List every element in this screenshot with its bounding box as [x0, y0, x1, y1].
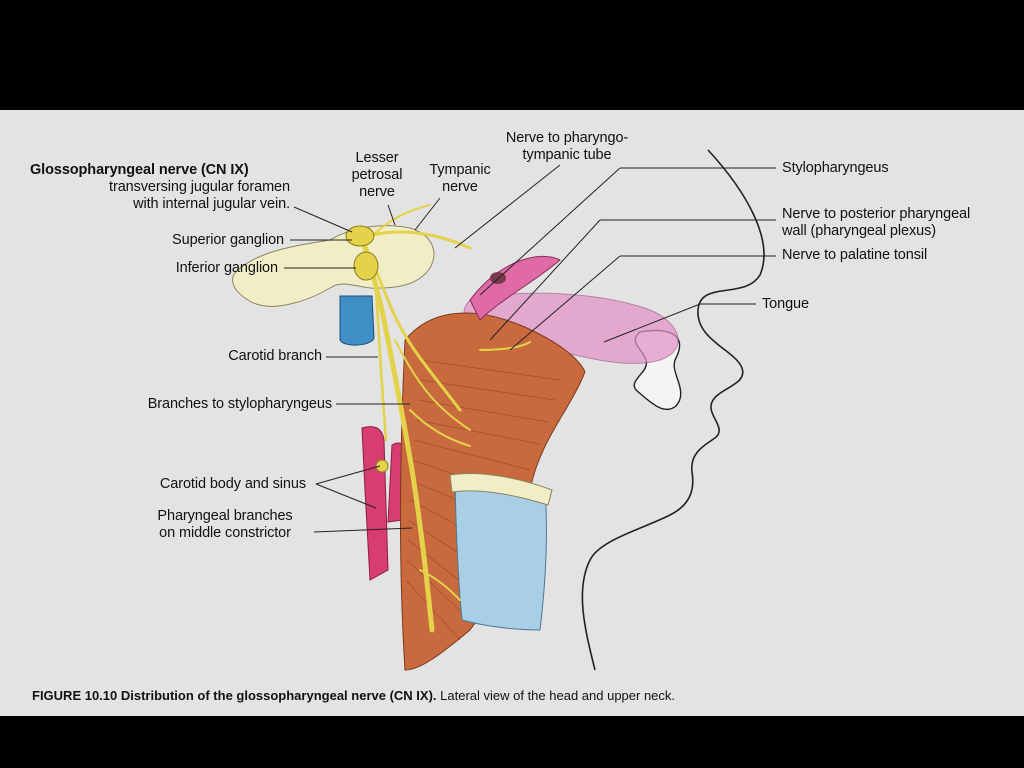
figure-panel: Glossopharyngeal nerve (CN IX) transvers… — [0, 110, 1024, 716]
hyoid-bone — [449, 473, 553, 506]
label-pharyngotympanic-line1: Nerve to pharyngo- — [505, 130, 629, 146]
label-lesser-petrosal-line2: petrosal — [351, 167, 403, 183]
label-tympanic: Tympanic nerve — [420, 162, 500, 196]
label-posterior-pharyngeal-line1: Nerve to posterior pharyngeal — [782, 206, 971, 222]
label-lesser-petrosal-line1: Lesser — [355, 150, 399, 166]
bottom-black-band — [0, 716, 1024, 768]
label-palatine-tonsil: Nerve to palatine tonsil — [782, 247, 928, 263]
label-lesser-petrosal: Lesser petrosal nerve — [336, 150, 418, 201]
inferior-ganglion-shape — [353, 251, 379, 281]
label-pharyngeal-branches-line1: Pharyngeal branches — [157, 508, 293, 524]
label-stylopharyngeus: Stylopharyngeus — [782, 160, 889, 176]
caption-text: Lateral view of the head and upper neck. — [440, 688, 676, 703]
anatomy-illustration — [232, 149, 776, 671]
label-posterior-pharyngeal: Nerve to posterior pharyngeal wall (phar… — [782, 206, 970, 240]
label-tongue: Tongue — [762, 296, 809, 312]
label-glossopharyngeal-line3: with internal jugular vein. — [133, 196, 290, 212]
head-outline — [581, 149, 765, 671]
stylopharyngeus-muscle — [469, 255, 561, 321]
label-pharyngotympanic: Nerve to pharyngo- tympanic tube — [482, 130, 652, 164]
label-branches-stylopharyngeus: Branches to stylopharyngeus — [147, 396, 332, 412]
label-lesser-petrosal-line3: nerve — [359, 184, 395, 200]
label-glossopharyngeal-title: Glossopharyngeal nerve (CN IX) — [30, 162, 249, 178]
label-tympanic-line2: nerve — [442, 179, 478, 195]
label-glossopharyngeal-line2: transversing jugular foramen — [109, 179, 290, 195]
carotid-artery — [361, 426, 389, 581]
label-pharyngeal-branches-line2: on middle constrictor — [159, 525, 291, 541]
label-carotid-body: Carotid body and sinus — [159, 476, 306, 492]
label-tympanic-line1: Tympanic — [429, 162, 491, 178]
figure-caption: FIGURE 10.10 Distribution of the glossop… — [32, 688, 675, 703]
superior-ganglion-shape — [345, 225, 375, 247]
leader-lines — [284, 164, 776, 533]
label-glossopharyngeal: Glossopharyngeal nerve (CN IX) transvers… — [20, 162, 290, 213]
label-posterior-pharyngeal-line2: wall (pharyngeal plexus) — [782, 223, 936, 239]
label-pharyngeal-branches: Pharyngeal branches on middle constricto… — [140, 508, 310, 542]
laryngeal-cartilage — [454, 477, 547, 631]
label-pharyngotympanic-line2: tympanic tube — [522, 147, 612, 163]
jugular-vein — [339, 295, 375, 346]
label-inferior-ganglion: Inferior ganglion — [175, 260, 278, 276]
label-carotid-branch: Carotid branch — [228, 348, 322, 364]
carotid-body-shape — [375, 459, 389, 473]
caption-figure-label: FIGURE 10.10 Distribution of the glossop… — [32, 688, 437, 703]
label-superior-ganglion: Superior ganglion — [172, 232, 284, 248]
